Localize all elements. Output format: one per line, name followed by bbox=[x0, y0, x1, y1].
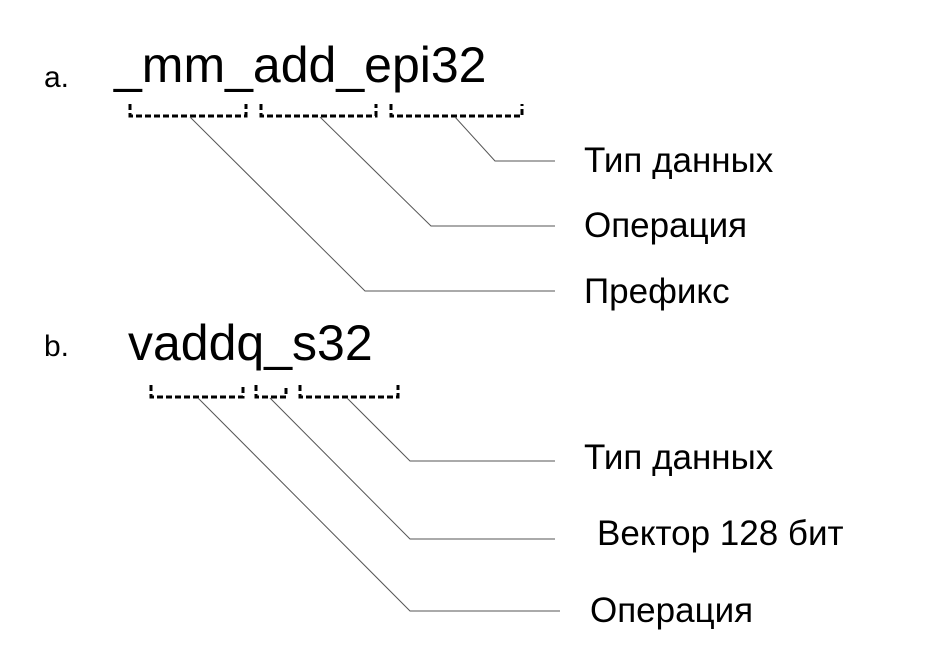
part-a-leaders bbox=[189, 116, 555, 292]
part-b-letter: b. bbox=[44, 330, 70, 363]
part-b-brackets bbox=[149, 385, 400, 399]
part-a-label-data-type: Тип данных bbox=[584, 141, 774, 180]
part-b-label-data-type: Тип данных bbox=[584, 438, 774, 477]
part-a-intrinsic-name: _mm_add_epi32 bbox=[114, 37, 487, 93]
part-b-label-vector-128: Вектор 128 бит bbox=[597, 514, 844, 553]
part-a-letter: a. bbox=[44, 61, 70, 94]
part-a-label-operation: Операция bbox=[584, 206, 748, 245]
part-b-intrinsic-name: vaddq_s32 bbox=[128, 315, 373, 371]
part-a-brackets bbox=[128, 104, 524, 118]
part-b-leaders bbox=[197, 397, 560, 612]
part-b-label-operation: Операция bbox=[590, 591, 754, 630]
part-a-label-prefix: Префикс bbox=[584, 272, 730, 311]
